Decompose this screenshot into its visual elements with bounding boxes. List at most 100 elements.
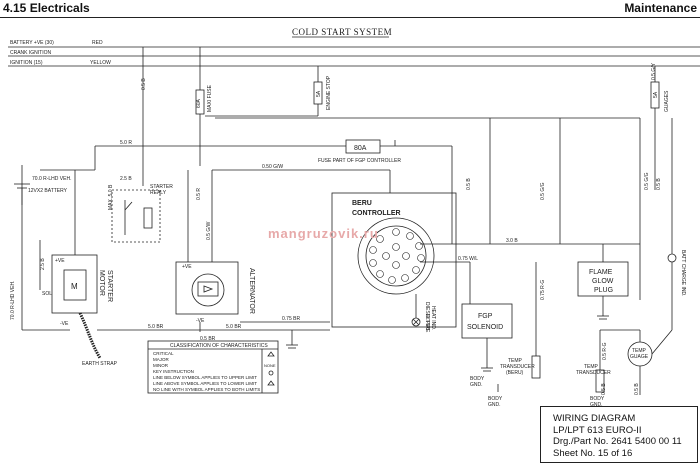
starter-relay-label-2: REALY: [150, 190, 167, 196]
body-gnd-2: BODY: [488, 396, 503, 402]
starter-motor-label-1: STARTER: [106, 270, 113, 302]
wire-max5b: MAX. 5.0 B: [108, 184, 114, 210]
temp-transducer-label-1: TEMP: [584, 364, 599, 370]
motor-m-label: M: [71, 282, 78, 291]
wire-075wl-label: 0.75 W/L: [458, 256, 478, 262]
guages-label: GUAGES: [664, 90, 670, 112]
temp-transducer-beru: [531, 355, 541, 379]
temp-gauge-label-1: TEMP: [632, 348, 647, 354]
alternator-diode: [197, 281, 219, 297]
beru-controller-box: [331, 192, 457, 328]
controller-pins: [369, 228, 425, 284]
watermark: mangruzovik.ru: [268, 226, 379, 241]
temp-transducer: [595, 369, 605, 393]
classification-title: CLASSIFICATION OF CHARACTERISTICS: [170, 343, 268, 349]
batt-charge-ind: [667, 253, 677, 263]
earth-strap-label: EARTH STRAP: [82, 361, 118, 367]
wire-70r-lhd: 70.0 R-LHD VEH.: [10, 281, 16, 320]
header-rule: [0, 17, 700, 18]
fgp-label-1: FGP: [478, 313, 493, 320]
starter-relay-coil: [143, 207, 153, 229]
fuse-5a-label-2: 5A: [653, 91, 659, 98]
starter-motor-label-2: MOTOR: [98, 270, 105, 296]
fuse-60a-label: 60A: [196, 98, 202, 108]
section-title: 4.15 Electricals: [3, 1, 90, 15]
earth-strap: [78, 312, 102, 359]
alternator-minus-ve: -VE: [196, 318, 205, 324]
fgp-label-2: SOLENOID: [467, 324, 503, 331]
class-none: NONE: [264, 363, 276, 368]
controller-connector-inner: [365, 225, 427, 287]
page-header: 4.15 Electricals Maintenance: [0, 0, 700, 18]
class-row-2: MAJOR: [153, 357, 170, 362]
svg-text:TRANSDUCER: TRANSDUCER: [500, 364, 535, 370]
diesel-fire-label: DIESEL FIRE: [424, 302, 430, 333]
svg-text:GND.: GND.: [488, 402, 501, 408]
classification-box: [147, 340, 279, 394]
title-block-line3: Drg./Part No. 2641 5400 00 11: [553, 436, 682, 447]
wire-5r-label: 5.0 R: [120, 140, 132, 146]
fgp-solenoid-box: [461, 303, 513, 339]
svg-text:(BERU): (BERU): [506, 370, 524, 376]
motor-minus-ve: -VE: [60, 321, 69, 327]
wire-05y: 0.5 G/Y: [651, 62, 657, 80]
batt-charge-label: BATT CHARGE IND.: [680, 250, 686, 297]
bus-ignition-label: IGNITION (15): [10, 60, 43, 66]
controller-label-1: BERU: [352, 200, 372, 207]
fuse-80a-label: 80A: [354, 145, 367, 152]
alternator-label: ALTERNATOR: [248, 268, 255, 314]
starter-relay-label-1: STARTER: [150, 184, 173, 190]
svg-text:GND.: GND.: [470, 382, 483, 388]
diesel-fire-ind: [411, 317, 421, 327]
starter-motor-m: [63, 269, 87, 301]
wire-25b: 2.5 B: [120, 176, 132, 182]
body-gnd-1: BODY: [470, 376, 485, 382]
wire-05lg: 0.5 L/G: [426, 313, 432, 330]
title-block-line1: WIRING DIAGRAM: [553, 413, 636, 424]
class-row-1: CRITICAL: [153, 351, 174, 356]
class-row-3: MINOR: [153, 363, 169, 368]
wire-5br-label-2: 5.0 BR: [226, 324, 242, 330]
motor-plus-ve: +VE: [55, 258, 65, 264]
svg-text:HEAT IND.: HEAT IND.: [430, 306, 436, 330]
diagram-title: COLD START SYSTEM: [292, 27, 392, 37]
motor-sol: SOL: [42, 291, 52, 297]
controller-label-2: CONTROLLER: [352, 210, 401, 217]
wire-05gg-2: 0.5 G/G: [644, 172, 650, 190]
wire-05gg-1: 0.5 G/G: [540, 182, 546, 200]
fuse-80a-note: FUSE PART OF FGP CONTROLLER: [318, 158, 401, 164]
bus-crank-label: CRANK IGNITION: [10, 50, 52, 56]
title-block-line2: LP/LPT 613 EURO-II: [553, 424, 642, 436]
flame-label-3: PLUG: [594, 287, 613, 294]
wire-05b-1: 0.5 B: [466, 178, 472, 190]
svg-text:GND.: GND.: [590, 402, 603, 408]
temp-transducer-beru-1: TEMP: [508, 358, 523, 364]
body-gnd-3: BODY: [590, 396, 605, 402]
class-row-7: NO LINE WITH SYMBOL APPLIES TO BOTH LIMI…: [153, 387, 260, 392]
wire-05rg: 0.5 R-G: [602, 342, 608, 360]
maxi-fuse-label: MAXI FUSE: [207, 84, 213, 112]
wire-05gw: 0.5 G/W: [206, 221, 212, 240]
flame-label-2: GLOW: [592, 278, 614, 285]
wire-05b-2: 0.5 B: [656, 178, 662, 190]
title-block: WIRING DIAGRAM LP/LPT 613 EURO-II Drg./P…: [540, 406, 698, 463]
engine-stop-label: ENGINE STOP: [326, 75, 332, 110]
class-row-4: KEY INSTRUCTION: [153, 369, 194, 374]
wire-075br-label: 0.75 BR: [282, 316, 300, 322]
bus-battery-label: BATTERY +VE (30): [10, 40, 54, 46]
title-block-line4: Sheet No. 15 of 16: [553, 447, 633, 459]
controller-connector-outer: [357, 217, 435, 295]
svg-text:TRANSDUCER: TRANSDUCER: [576, 370, 611, 376]
fuse-80a: [345, 139, 381, 154]
starter-relay-box: [111, 189, 161, 243]
bus-battery-color: RED: [92, 40, 103, 46]
starter-motor-box: [51, 254, 98, 314]
flame-label-1: FLAME: [589, 269, 613, 276]
wire-05br-alt: 0.5 BR: [200, 336, 216, 342]
wire-075rg: 0.75 R-G: [540, 280, 546, 300]
battery-label: 12VX2 BATTERY: [28, 188, 68, 194]
battery-lhd-label: 70.0 R-LHD VEH.: [32, 176, 71, 182]
wire-25b-motor: 2.5 B: [40, 258, 46, 270]
alternator-plus-ve: +VE: [182, 264, 192, 270]
